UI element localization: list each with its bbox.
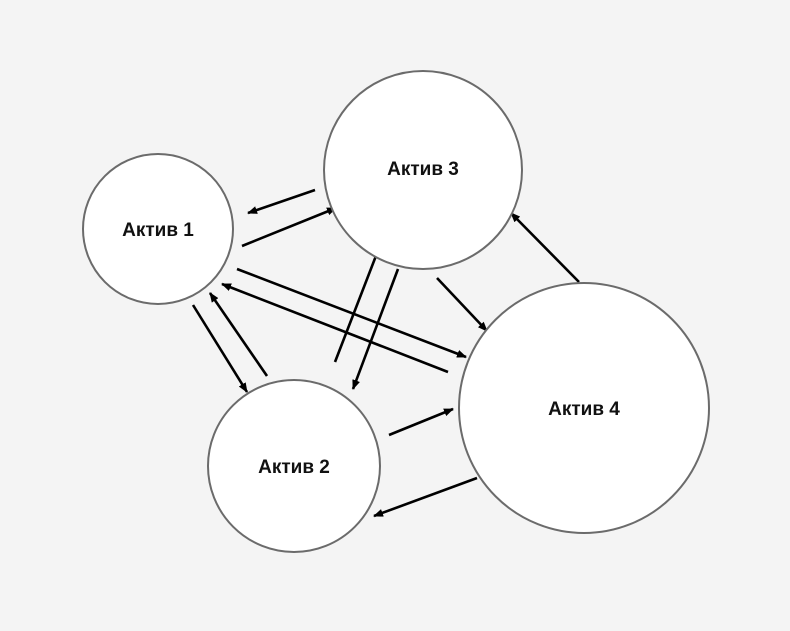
- node-aktiv-4: Актив 4: [458, 282, 710, 534]
- node-aktiv-1-label: Актив 1: [122, 220, 194, 241]
- edge-n4-to-n1: [221, 282, 449, 374]
- node-aktiv-1-circle: [82, 153, 234, 305]
- edge-n3-to-n4: [436, 277, 488, 332]
- node-aktiv-2: Актив 2: [207, 379, 381, 553]
- edge-n3-to-n1: [247, 188, 316, 215]
- node-aktiv-3-label: Актив 3: [387, 159, 459, 180]
- edge-n1-to-n3: [241, 206, 337, 248]
- edge-n1-to-n4: [236, 267, 467, 359]
- node-aktiv-2-circle: [207, 379, 381, 553]
- edge-n3-to-n2: [351, 268, 400, 390]
- node-aktiv-3-circle: [323, 70, 523, 270]
- edge-n2-to-n3: [333, 247, 381, 363]
- edge-n1-to-n2: [191, 304, 249, 393]
- node-aktiv-3: Актив 3: [323, 70, 523, 270]
- node-aktiv-2-label: Актив 2: [258, 457, 330, 478]
- node-aktiv-4-circle: [458, 282, 710, 534]
- edge-n4-to-n2: [373, 476, 478, 518]
- edge-n2-to-n1: [208, 292, 269, 377]
- node-aktiv-1: Актив 1: [82, 153, 234, 305]
- edges: [191, 188, 580, 518]
- edge-n2-to-n4: [388, 407, 454, 437]
- node-aktiv-4-label: Актив 4: [548, 399, 620, 420]
- edge-n4-to-n3: [510, 212, 580, 283]
